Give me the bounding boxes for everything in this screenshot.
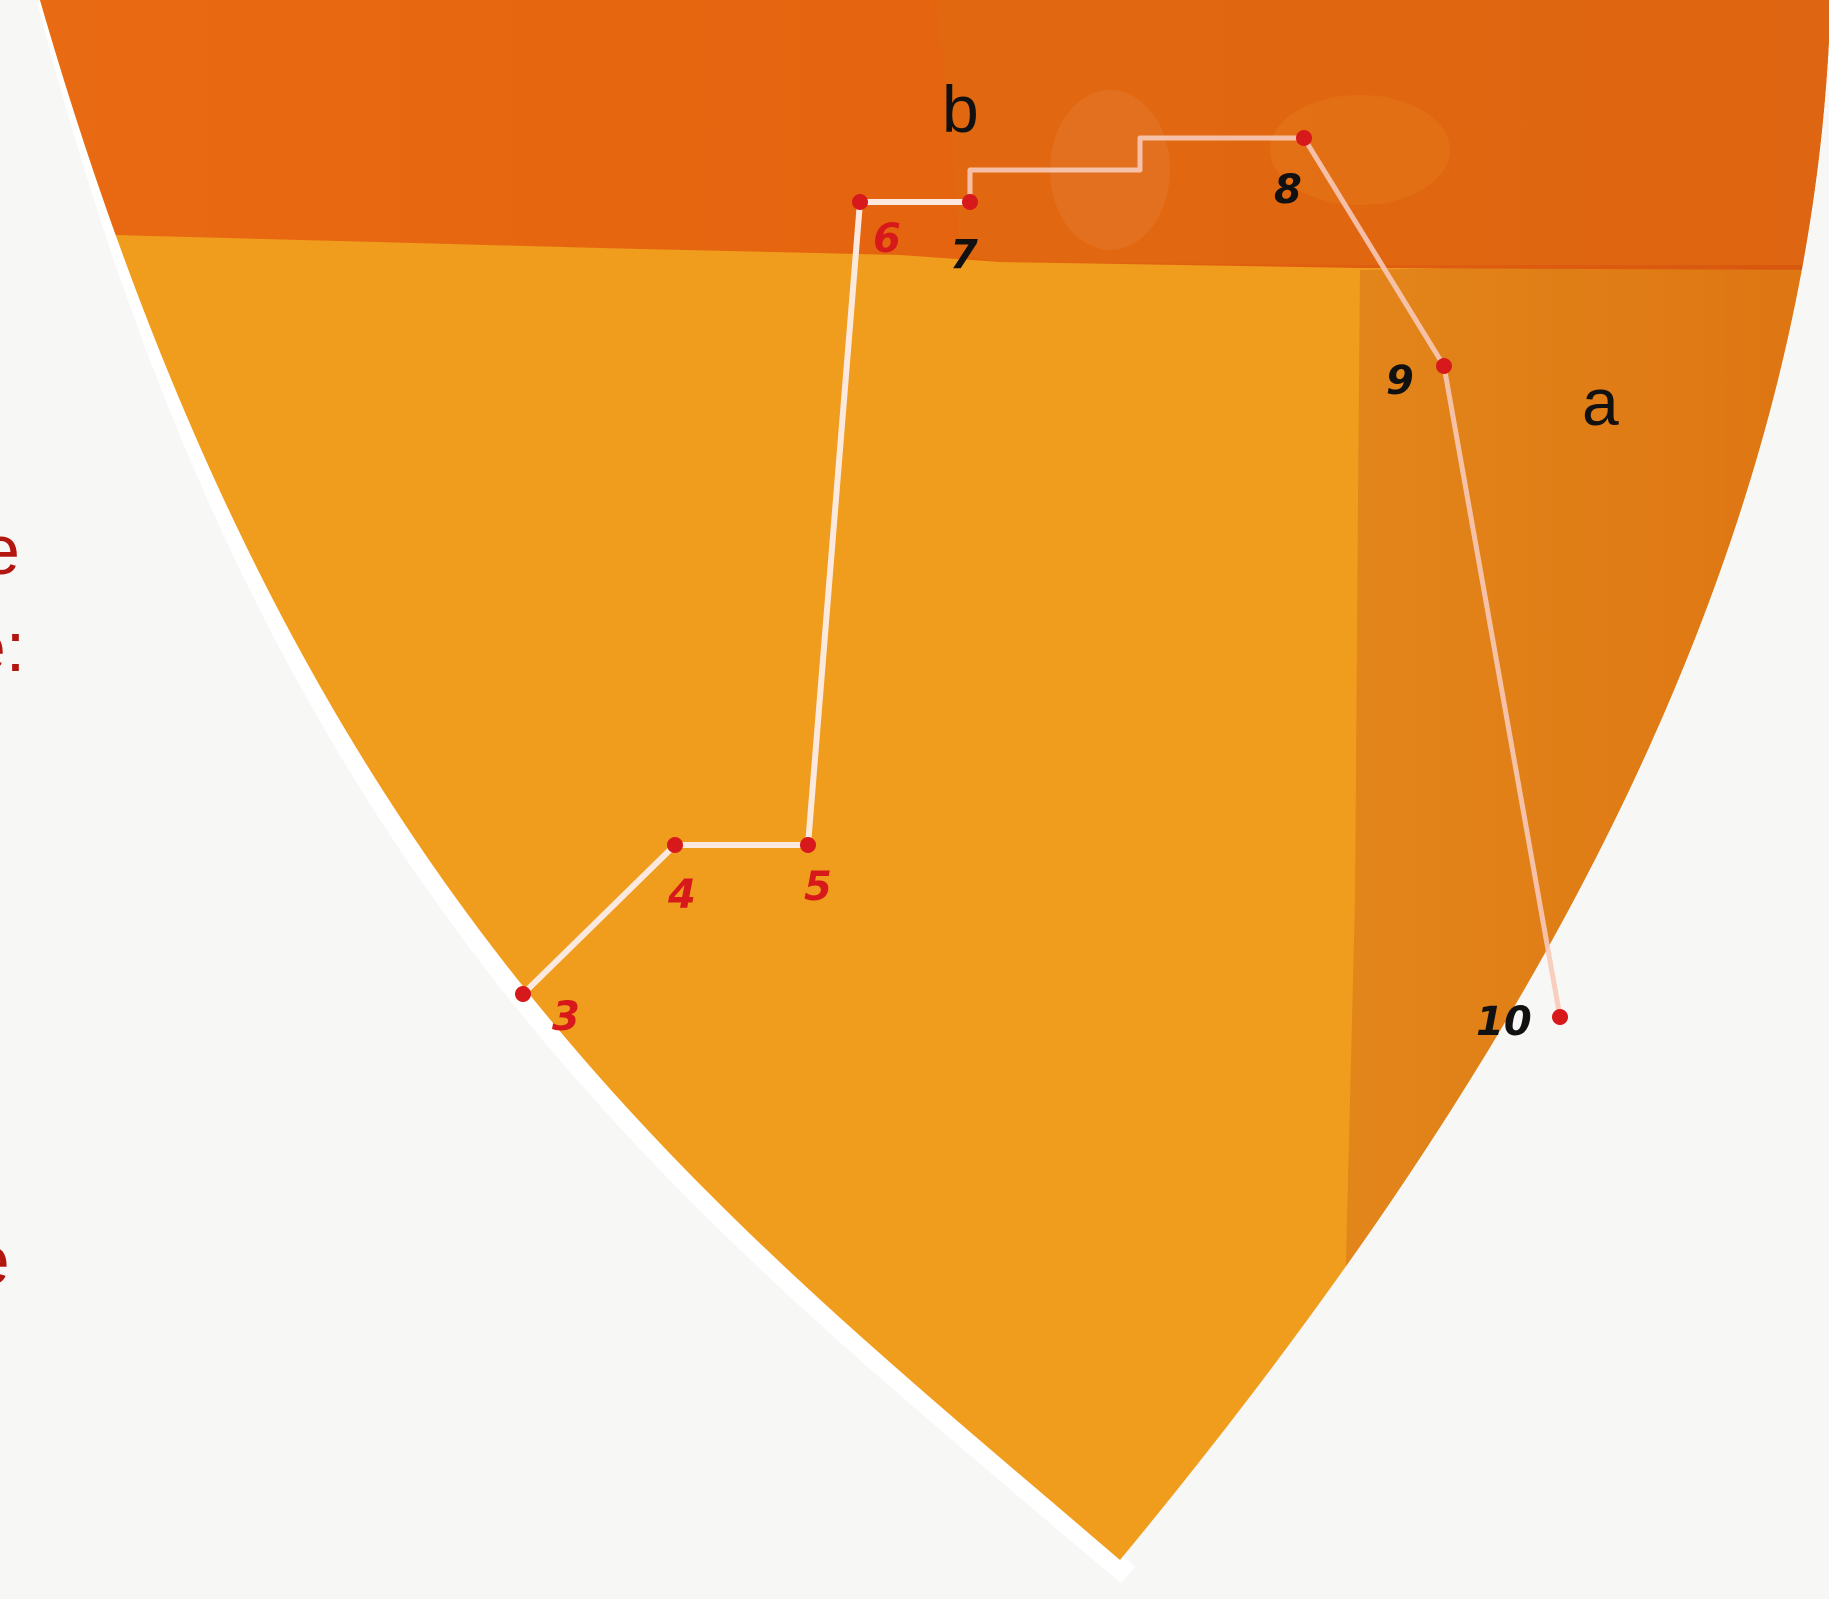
point-6-label: 6 [873,216,901,262]
point-4-dot [667,837,683,853]
region-label-a: a [1582,365,1619,439]
point-3-dot [515,986,531,1002]
point-8-label: 8 [1274,167,1302,213]
point-3-label: 3 [552,994,580,1040]
side-annotation-2: ce: [0,608,26,686]
point-7-dot [962,194,978,210]
point-10-dot [1552,1009,1568,1025]
point-6-dot [852,194,868,210]
point-9-label: 9 [1386,358,1414,404]
point-5-label: 5 [804,864,832,910]
point-5-dot [800,837,816,853]
side-annotation-1: ce [0,511,20,589]
blotch-mark-right [1270,95,1450,205]
shield-edge-highlight [37,0,1136,1584]
point-8-dot [1296,130,1312,146]
right-strip [1340,260,1829,1560]
side-annotation-3: e [0,1225,10,1295]
point-7-label: 7 [950,232,978,278]
point-9-dot [1436,358,1452,374]
point-10-label: 10 [1476,999,1532,1045]
point-labels: 3 4 5 6 7 8 9 10 [552,167,1532,1045]
point-4-label: 4 [667,872,696,918]
region-label-b: b [942,72,979,146]
point-markers [515,130,1568,1025]
